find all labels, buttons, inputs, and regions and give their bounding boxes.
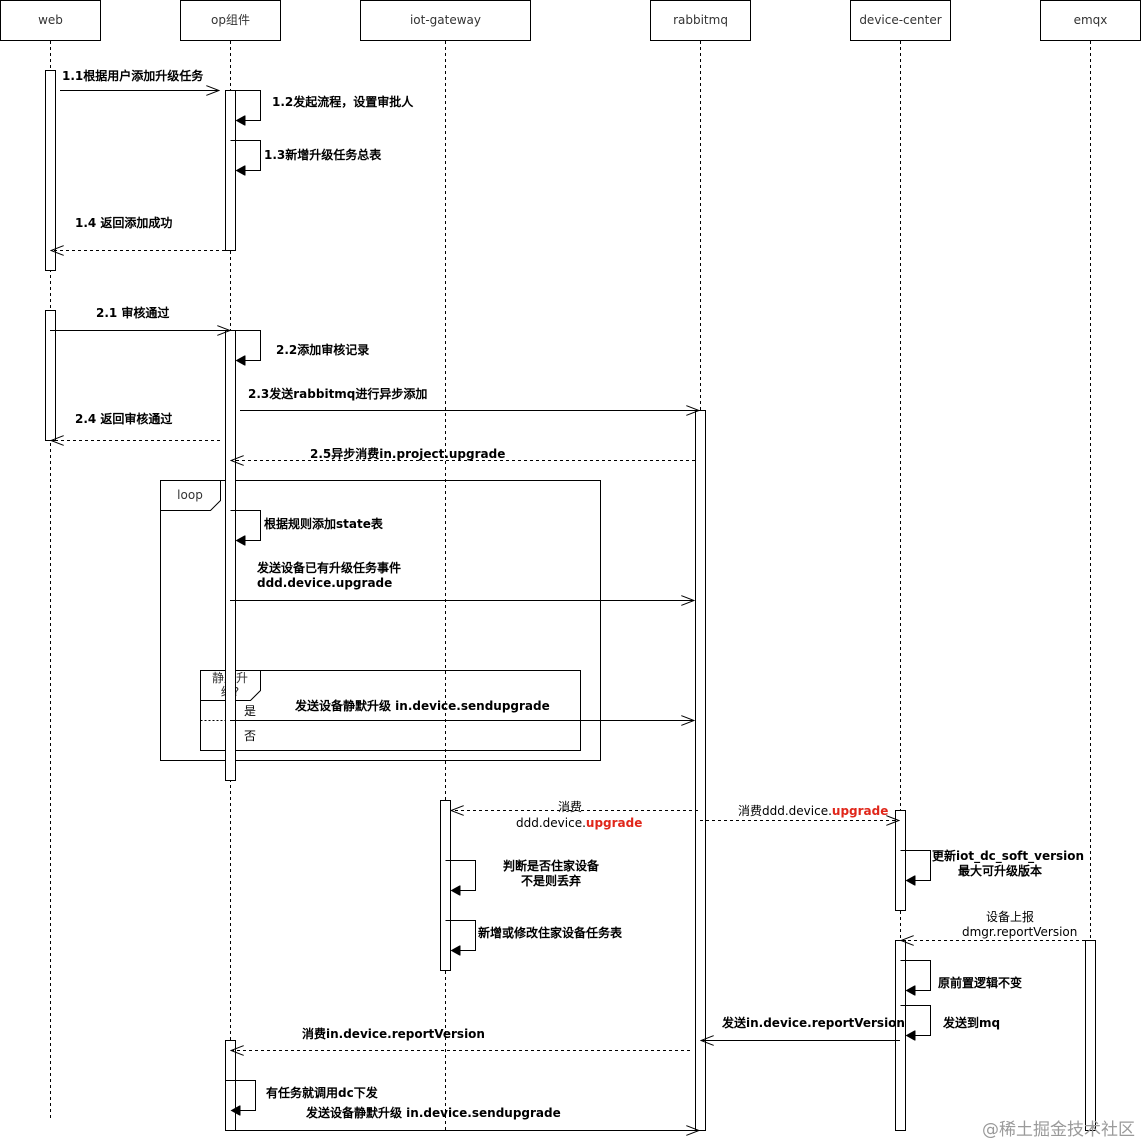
message-update-arrow [900, 850, 931, 881]
message-state-arrow [230, 510, 261, 541]
activation-web-1 [45, 70, 56, 271]
message-1-2-arrow [235, 90, 261, 121]
message-report-label-2: dmgr.reportVersion [962, 925, 1077, 939]
participant-web-box [0, 0, 101, 41]
message-2-4-label: 2.4 返回审核通过 [75, 411, 172, 426]
message-tomq-arrow [900, 1005, 931, 1036]
message-report-label-1: 设备上报 [986, 909, 1034, 924]
alt-yes-label: 是 [244, 704, 256, 718]
message-1-3-label: 1.3新增升级任务总表 [264, 147, 382, 162]
activation-op-2 [225, 330, 236, 781]
message-dc-issue-arrow [225, 1080, 256, 1111]
message-1-3-arrow [230, 140, 261, 171]
participant-op-label: op组件 [211, 13, 250, 27]
message-2-3-label: 2.3发送rabbitmq进行异步添加 [248, 386, 427, 401]
activation-dc-2 [895, 940, 906, 1131]
message-tomq-label: 发送到mq [942, 1015, 1000, 1030]
loop-frame [160, 480, 601, 761]
participant-op-box [180, 0, 281, 41]
message-final-label: 发送设备静默升级 in.device.sendupgrade [305, 1105, 561, 1120]
participant-device-center-label: device-center [859, 13, 941, 27]
message-judge-arrow [445, 860, 476, 891]
loop-frame-label: loop [177, 488, 203, 502]
activation-gateway [440, 800, 451, 971]
message-sendreport-label: 发送in.device.reportVersion [721, 1015, 905, 1030]
participant-web-label: web [38, 13, 63, 27]
message-2-2-arrow [235, 330, 261, 361]
message-event-label-1: 发送设备已有升级任务事件 [256, 560, 401, 575]
message-event-label-2: ddd.device.upgrade [257, 576, 392, 590]
message-consume-dc-prefix: 消费ddd.device. [738, 804, 832, 818]
activation-rabbitmq [695, 410, 706, 1131]
message-dc-issue-label: 有任务就调用dc下发 [266, 1085, 379, 1100]
message-consume-dc-highlight: upgrade [832, 804, 888, 818]
activation-op-1 [225, 90, 236, 251]
message-1-4-label: 1.4 返回添加成功 [75, 215, 172, 230]
message-logic-label: 原前置逻辑不变 [938, 975, 1022, 990]
message-logic-arrow [900, 960, 931, 991]
message-silent-upgrade-label: 发送设备静默升级 in.device.sendupgrade [294, 698, 550, 713]
participant-emqx-label: emqx [1074, 13, 1108, 27]
message-judge-label-1: 判断是否住家设备 [503, 858, 600, 873]
message-consume-report-label: 消费in.device.reportVersion [302, 1026, 485, 1041]
message-2-1-label: 2.1 审核通过 [96, 305, 169, 320]
message-consume-gateway-prefix: ddd.device. [516, 816, 586, 830]
participant-gateway-box [360, 0, 531, 41]
alt-frame [200, 670, 581, 751]
watermark: @稀土掘金技术社区 [982, 1120, 1135, 1140]
alt-no-label: 否 [244, 729, 256, 743]
message-judge-label-2: 不是则丢弃 [521, 873, 581, 888]
message-consume-gateway-highlight: upgrade [586, 816, 642, 830]
message-state-label: 根据规则添加state表 [264, 516, 384, 531]
participant-rabbitmq-box [650, 0, 751, 41]
message-addtask-label: 新增或修改住家设备任务表 [478, 925, 623, 940]
message-2-5-label: 2.5异步消费in.project.upgrade [310, 446, 505, 461]
message-1-1-label: 1.1根据用户添加升级任务 [62, 68, 204, 83]
message-consume-dc-label: 消费ddd.device.upgrade [738, 804, 888, 818]
message-consume-gateway-label-1: 消费 [558, 800, 582, 814]
message-2-2-label: 2.2添加审核记录 [276, 342, 369, 357]
participant-rabbitmq-label: rabbitmq [673, 13, 728, 27]
activation-op-3 [225, 1040, 236, 1131]
message-1-2-label: 1.2发起流程，设置审批人 [272, 94, 414, 109]
activation-emqx [1085, 940, 1096, 1131]
participant-gateway-label: iot-gateway [410, 13, 481, 27]
loop-frame-tab [160, 480, 221, 511]
participant-device-center-box [850, 0, 951, 41]
participant-emqx-box [1040, 0, 1141, 41]
message-addtask-arrow [445, 920, 476, 951]
activation-dc-1 [895, 810, 906, 911]
message-update-label-1: 更新iot_dc_soft_version [932, 848, 1084, 864]
message-consume-gateway-label-2: ddd.device.upgrade [516, 816, 642, 830]
message-update-label-2: 最大可升级版本 [958, 863, 1042, 878]
